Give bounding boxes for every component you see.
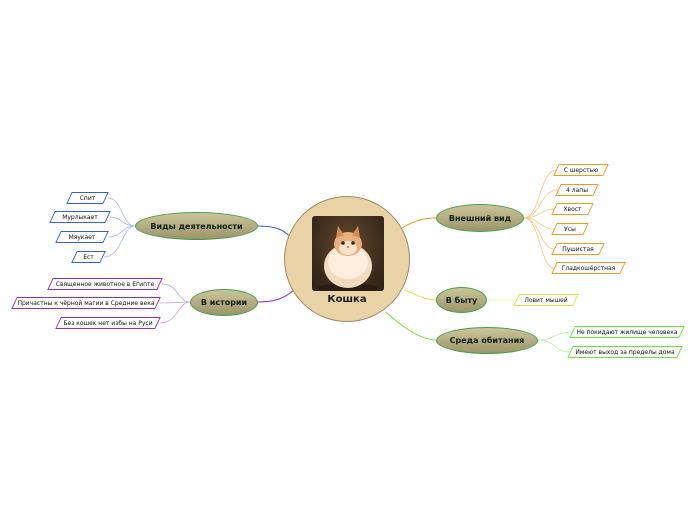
central-topic-label: Кошка	[327, 294, 367, 305]
leaf-activities-eats[interactable]: Ест	[71, 251, 106, 263]
topic-daily[interactable]: В быту	[436, 287, 487, 313]
leaf-appearance-tail[interactable]: Хвост	[551, 203, 594, 215]
leaf-history-black-magic[interactable]: Причастны к чёрной магии в Средние века	[11, 297, 161, 309]
topic-activities[interactable]: Виды деятельности	[135, 212, 258, 240]
topic-history[interactable]: В истории	[190, 289, 258, 316]
leaf-daily-mice[interactable]: Ловит мышей	[513, 294, 579, 306]
leaf-activities-purrs[interactable]: Мурлыкает	[49, 211, 111, 223]
leaf-habitat-home[interactable]: Не покидают жилище человека	[569, 326, 685, 338]
topic-habitat[interactable]: Среда обитания	[436, 327, 538, 354]
activities-leaf-connectors	[103, 197, 136, 258]
leaf-activities-meows[interactable]: Мяукает	[55, 231, 109, 243]
leaf-appearance-fur[interactable]: С шерстью	[553, 164, 609, 176]
leaf-activities-sleeps[interactable]: Спит	[66, 192, 109, 204]
leaf-appearance-whiskers[interactable]: Усы	[551, 223, 589, 235]
connector-activities	[257, 225, 293, 239]
leaf-history-rus[interactable]: Без кошек нет избы на Руси	[55, 317, 161, 329]
connector-habitat	[385, 311, 437, 341]
cat-photo-image	[312, 216, 384, 291]
leaf-appearance-shorthair[interactable]: Гладкошёрстная	[551, 262, 626, 274]
habitat-leaf-connectors	[537, 331, 573, 353]
leaf-habitat-outside[interactable]: Имеют выход за пределы дома	[567, 346, 683, 358]
leaf-history-egypt[interactable]: Священное животное в Египте	[47, 278, 163, 290]
connector-history	[257, 289, 295, 303]
appearance-leaf-connectors	[523, 169, 559, 269]
leaf-appearance-fluffy[interactable]: Пушистая	[551, 243, 605, 255]
leaf-appearance-paws[interactable]: 4 лапы	[555, 184, 599, 196]
history-leaf-connectors	[159, 283, 191, 324]
topic-appearance[interactable]: Внешний вид	[436, 204, 524, 232]
connector-daily	[403, 289, 437, 301]
connector-appearance	[401, 217, 437, 229]
central-topic[interactable]: Кошка	[284, 196, 410, 322]
